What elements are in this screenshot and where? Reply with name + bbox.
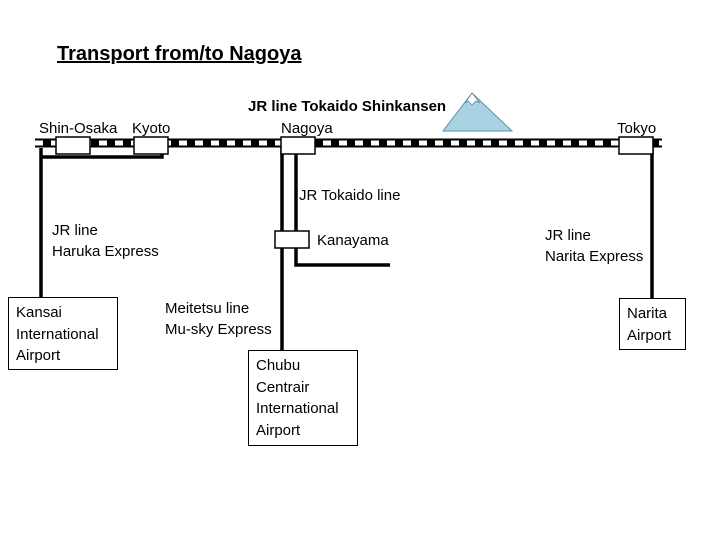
- page-title: Transport from/to Nagoya: [57, 43, 302, 65]
- airport-box-centrair: Chubu Centrair International Airport: [248, 350, 358, 446]
- station-box-shin-osaka: [55, 136, 91, 155]
- line-label-meitetsu: Meitetsu line Mu-sky Express: [165, 300, 272, 338]
- shinkansen-label: JR line Tokaido Shinkansen: [248, 98, 447, 115]
- jr-tokaido-line: [294, 148, 390, 267]
- airport-box-kansai: Kansai International Airport: [8, 297, 118, 370]
- airport-box-narita: Narita Airport: [619, 298, 686, 350]
- station-box-kyoto: [133, 136, 169, 155]
- line-label-haruka: JR line Haruka Express: [52, 222, 159, 260]
- station-label-tokyo: Tokyo: [617, 120, 657, 137]
- line-label-narita: JR line Narita Express: [545, 227, 644, 265]
- station-label-nagoya: Nagoya: [281, 120, 333, 137]
- mount-fuji-icon: [441, 92, 514, 132]
- station-box-tokyo: [618, 136, 654, 155]
- station-box-kanayama: [274, 230, 310, 249]
- station-label-kyoto: Kyoto: [132, 120, 171, 137]
- station-label-kanayama: Kanayama: [317, 232, 389, 249]
- station-label-shin-osaka: Shin-Osaka: [39, 120, 118, 137]
- station-box-nagoya: [280, 136, 316, 155]
- line-label-jr-tokaido: JR Tokaido line: [299, 187, 401, 204]
